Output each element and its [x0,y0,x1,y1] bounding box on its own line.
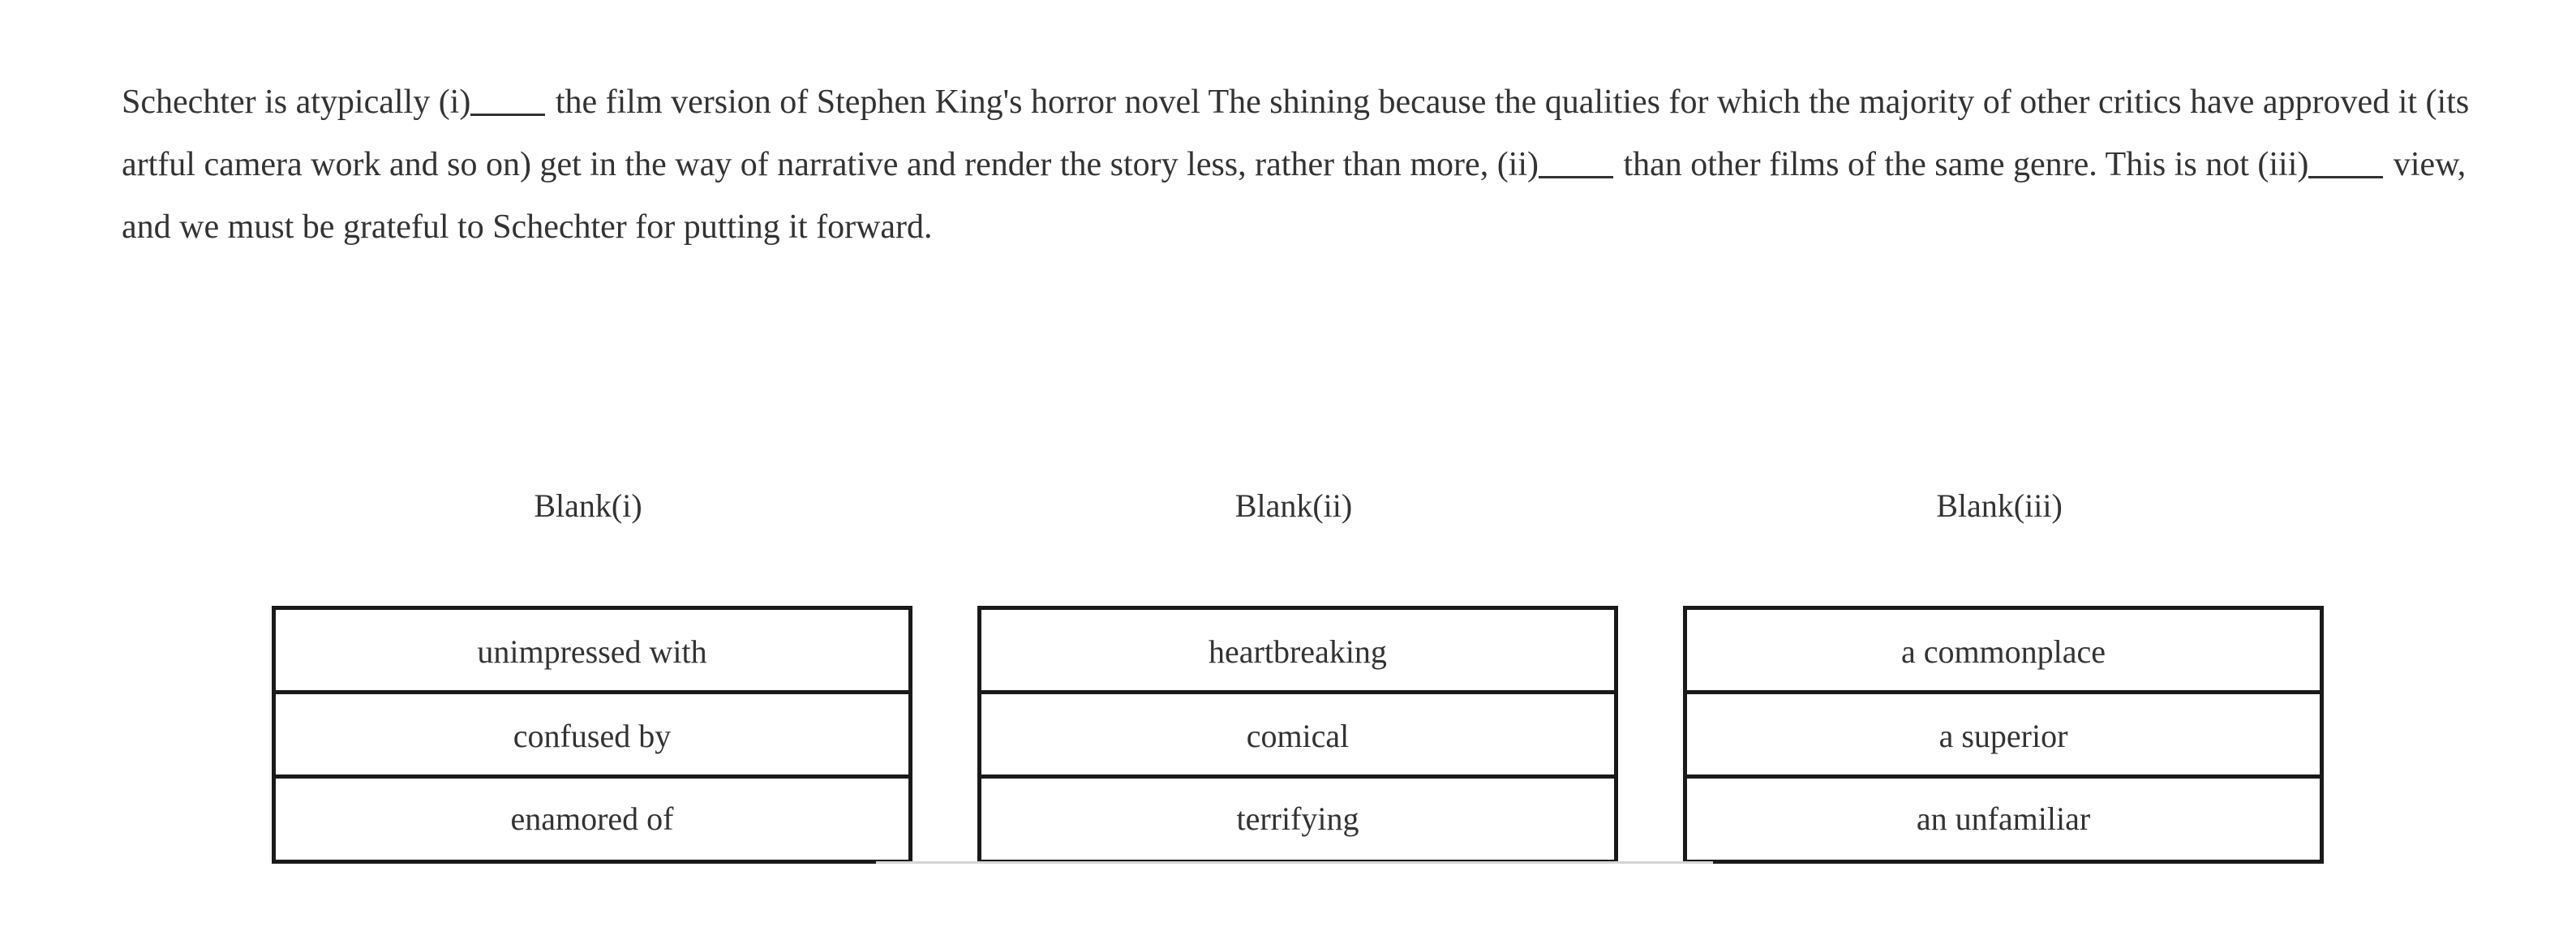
blank-i-header: Blank(i) [534,487,642,524]
passage-text: Schechter is atypically (i) the film ver… [122,71,2490,259]
passage-segment-4: view, and we must be grateful to Schecht… [122,146,2467,246]
option-iii-1[interactable]: a commonplace [1687,610,2320,694]
blank-ii-option-table: heartbreaking comical terrifying [977,606,1618,864]
option-ii-1[interactable]: heartbreaking [981,610,1614,694]
blank-column-ii: Blank(ii) heartbreaking comical terrifyi… [977,487,1618,864]
option-iii-2[interactable]: a superior [1687,694,2320,779]
blank-i-option-table: unimpressed with confused by enamored of [272,606,912,864]
passage-segment-3: than other films of the same genre. This… [1615,146,2309,183]
blank-iii-header: Blank(iii) [1936,487,2063,524]
option-iii-3[interactable]: an unfamiliar [1687,779,2320,860]
section-divider [876,861,1713,864]
answer-choices-area: Blank(i) unimpressed with confused by en… [0,487,2576,892]
option-i-1[interactable]: unimpressed with [276,610,908,694]
blank-column-i: Blank(i) unimpressed with confused by en… [272,487,912,864]
blank-i-placeholder [470,87,546,116]
blank-ii-header: Blank(ii) [1234,487,1353,524]
blank-iii-option-table: a commonplace a superior an unfamiliar [1683,606,2324,864]
option-i-3[interactable]: enamored of [276,779,908,860]
blank-column-iii: Blank(iii) a commonplace a superior an u… [1683,487,2324,864]
passage-segment-2: the film version of Stephen King's horro… [122,84,2470,183]
option-ii-2[interactable]: comical [981,694,1614,779]
blank-iii-placeholder [2308,149,2384,178]
passage-segment-1: Schechter is atypically (i) [122,84,471,121]
option-ii-3[interactable]: terrifying [981,779,1614,860]
blank-ii-placeholder [1539,149,1613,178]
option-i-2[interactable]: confused by [276,694,908,779]
